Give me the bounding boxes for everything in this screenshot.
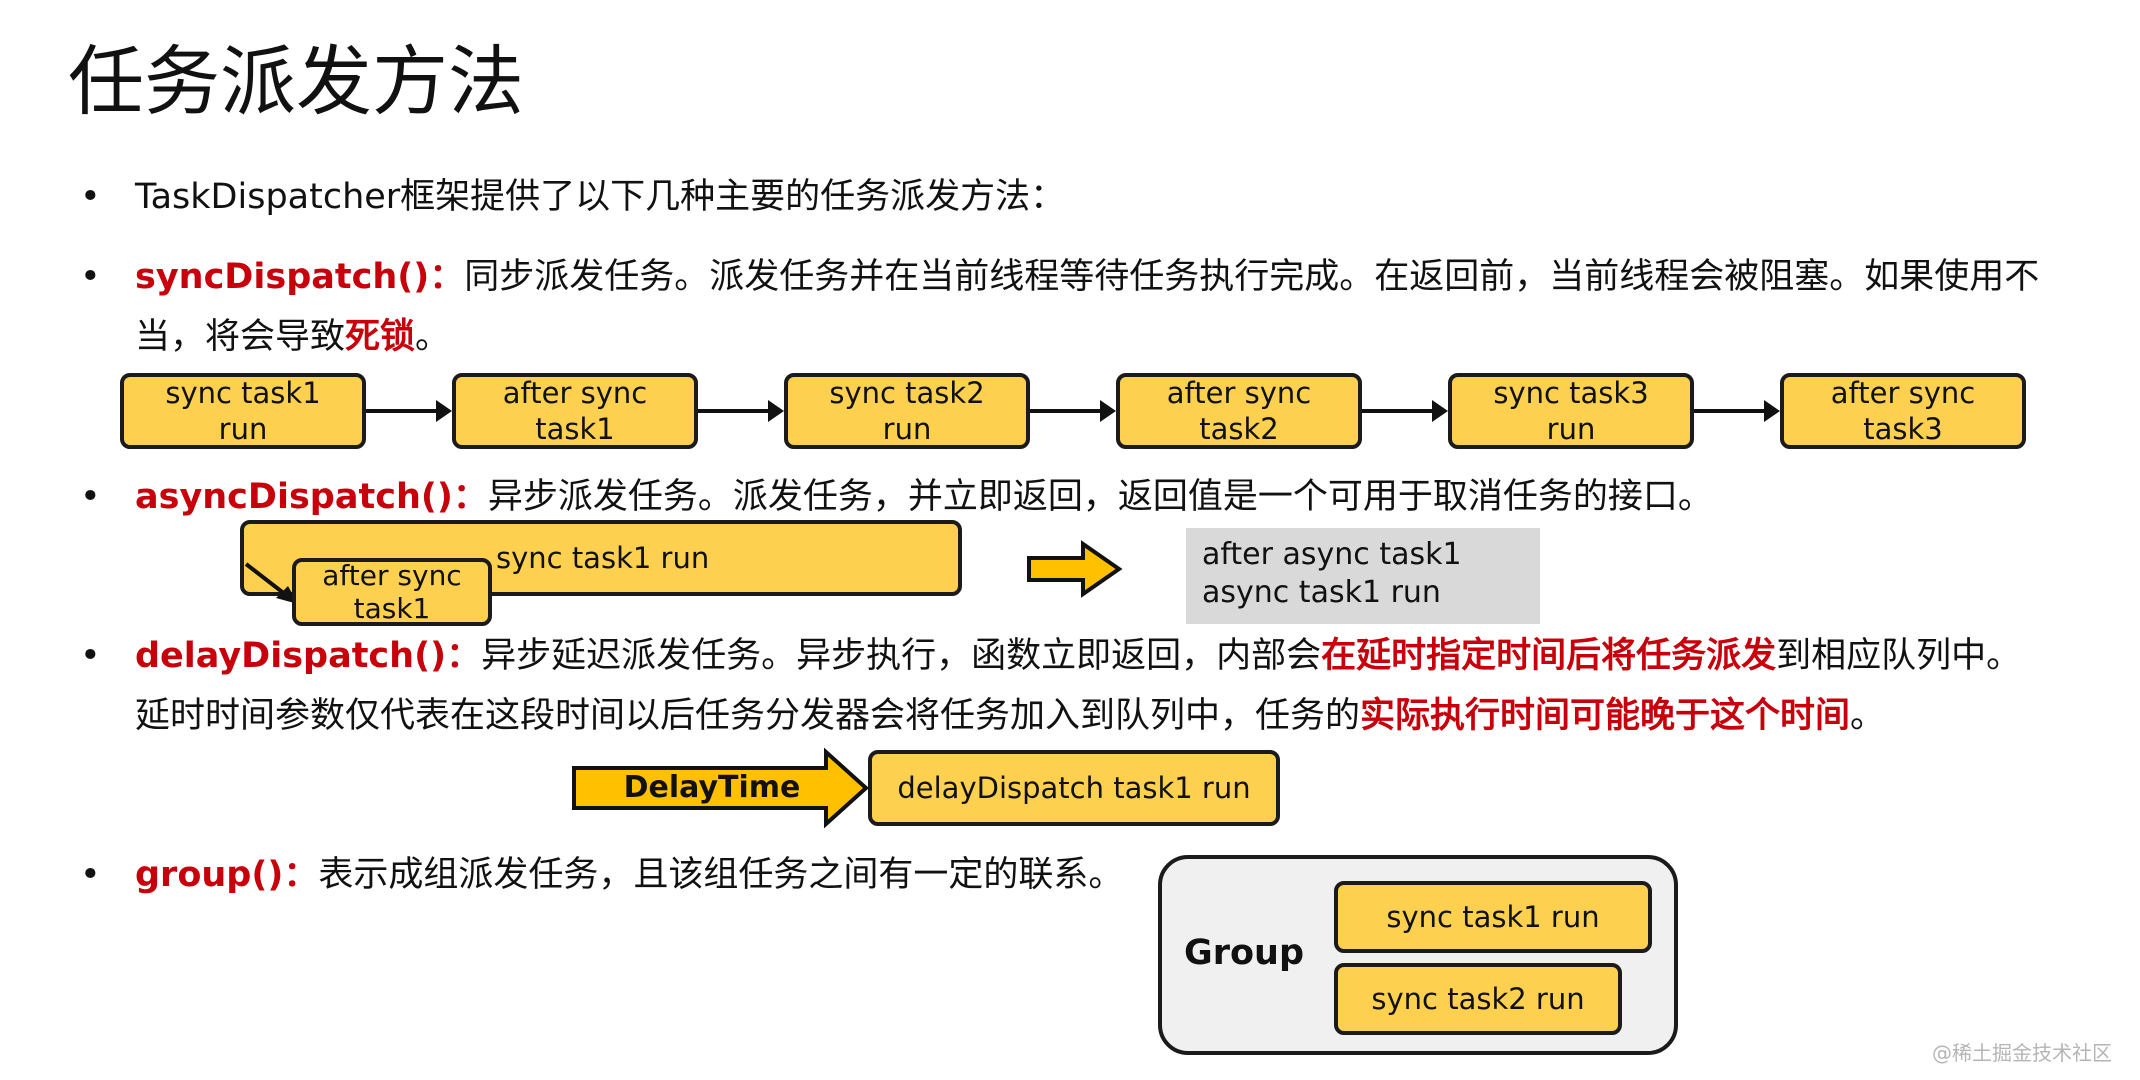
page-title: 任务派发方法 <box>68 37 524 126</box>
bullet-dot: • <box>80 855 101 895</box>
intro-text: TaskDispatcher框架提供了以下几种主要的任务派发方法： <box>135 177 1066 217</box>
group-task-2-box: sync task2 run <box>1334 963 1622 1035</box>
sync-flow-box-2: after sync task1 <box>452 373 698 449</box>
bullet-dot: • <box>80 257 101 297</box>
async-result-line-1: after async task1 <box>1202 537 1462 572</box>
bullet-dot: • <box>80 477 101 517</box>
sync-desc-line2-end: 。 <box>415 317 451 357</box>
flow-arrow <box>698 400 784 422</box>
flow-arrow <box>1030 400 1116 422</box>
sync-desc-line1: 同步派发任务。派发任务并在当前线程等待任务执行完成。在返回前，当前线程会被阻塞。… <box>464 257 2040 297</box>
delay-desc-line1-end: 到相应队列中。 <box>1776 636 2022 676</box>
sync-desc-line2: 当，将会导致死锁。 <box>135 307 450 367</box>
group-label: Group <box>1184 933 1305 973</box>
delay-desc-line2: 延时时间参数仅代表在这段时间以后任务分发器会将任务加入到队列中，任务的实际执行时… <box>135 686 1885 746</box>
group-desc: 表示成组派发任务，且该组任务之间有一定的联系。 <box>318 855 1124 895</box>
async-after-box: after sync task1 <box>292 558 492 626</box>
delay-desc-line2-text: 延时时间参数仅代表在这段时间以后任务分发器会将任务加入到队列中，任务的 <box>135 696 1361 736</box>
bullet-dot: • <box>80 177 101 217</box>
delay-desc-line1: 异步延迟派发任务。异步执行，函数立即返回，内部会 <box>481 636 1322 676</box>
watermark: @稀土掘金技术社区 <box>1932 1041 2112 1065</box>
sync-flow-box-1: sync task1 run <box>120 373 366 449</box>
deadlock-highlight: 死锁 <box>345 317 416 357</box>
delay-task-box: delayDispatch task1 run <box>868 750 1280 826</box>
flow-arrow <box>1362 400 1448 422</box>
async-term: asyncDispatch()： <box>135 477 488 517</box>
flow-arrow <box>1694 400 1780 422</box>
sync-desc-line2-text: 当，将会导致 <box>135 317 346 357</box>
sync-flow-box-3: sync task2 run <box>784 373 1030 449</box>
async-desc: 异步派发任务。派发任务，并立即返回，返回值是一个可用于取消任务的接口。 <box>487 477 1713 517</box>
delay-time-arrow <box>572 748 869 828</box>
flow-arrow <box>366 400 452 422</box>
delay-highlight-2: 实际执行时间可能晚于这个时间 <box>1360 696 1851 736</box>
delay-time-label: DelayTime <box>623 770 801 805</box>
sync-term: syncDispatch()： <box>135 257 465 297</box>
delay-highlight-1: 在延时指定时间后将任务派发 <box>1321 636 1777 676</box>
delay-desc-line2-end: 。 <box>1850 696 1886 736</box>
async-result-arrow <box>1027 540 1123 598</box>
sync-flow-box-4: after sync task2 <box>1116 373 1362 449</box>
sync-flow-box-5: sync task3 run <box>1448 373 1694 449</box>
async-result-panel: after async task1 async task1 run <box>1186 528 1540 624</box>
delay-term: delayDispatch()： <box>135 636 482 676</box>
sync-flow-box-6: after sync task3 <box>1780 373 2026 449</box>
group-task-1-box: sync task1 run <box>1334 881 1652 953</box>
async-result-line-2: async task1 run <box>1202 575 1441 610</box>
group-container: Group sync task1 run sync task2 run <box>1158 855 1678 1055</box>
bullet-dot: • <box>80 636 101 676</box>
group-term: group()： <box>135 855 319 895</box>
